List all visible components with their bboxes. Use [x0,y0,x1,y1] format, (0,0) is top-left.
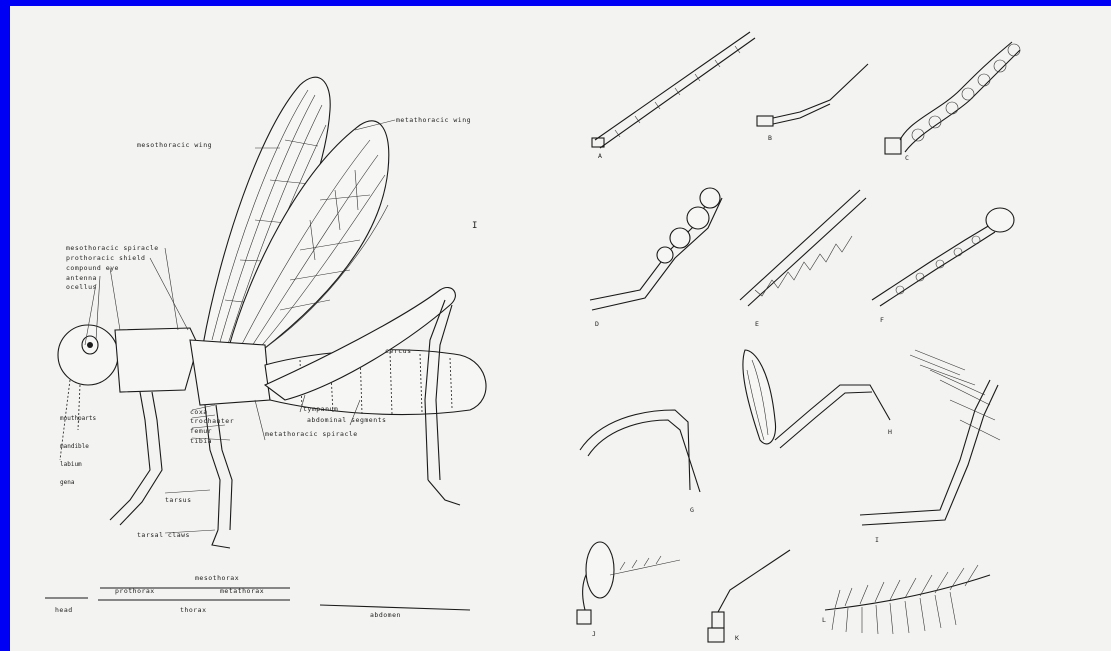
grasshopper-figure [45,77,486,610]
antenna-h-lamellate [743,350,890,448]
label-coxa: coxa [190,408,208,416]
antenna-label-d: D [595,320,599,328]
eye-pupil [87,342,93,348]
label-mesothoracic-wing: mesothoracic wing [137,141,212,149]
label-compound-eye: compound eye [66,264,119,272]
label-femur: femur [190,427,212,435]
label-mouthparts: mouthparts [60,415,97,422]
antenna-f-capitate [872,208,1014,306]
thorax-shape [190,340,270,405]
antenna-label-k: K [735,634,739,642]
region-abdomen: abdomen [370,611,401,619]
label-metathoracic-wing: metathoracic wing [396,116,471,124]
label-labium: labium [60,461,82,468]
antenna-k-stylate [708,550,790,642]
label-metathoracic-spiracle: metathoracic spiracle [265,430,358,438]
label-gena: gena [60,479,75,486]
antenna-label-j: J [592,630,596,638]
antenna-b-setaceous [757,64,868,126]
antenna-label-a: A [598,152,602,160]
figure-number: I [472,221,478,231]
region-metathorax: metathorax [220,587,264,595]
antenna-g-geniculate [580,410,700,492]
region-mesothorax: mesothorax [195,574,239,582]
antenna-label-e: E [755,320,759,328]
grasshopper-head [58,325,118,385]
antenna-label-c: C [905,154,909,162]
antenna-e-serrate [740,190,866,306]
antenna-types [577,32,1020,642]
label-cercus: cercus [385,347,411,355]
antenna-j-aristate [577,542,680,624]
label-mesothoracic-spiracle: mesothoracic spiracle [66,244,159,252]
label-mandible: mandible [60,443,89,450]
antenna-a-filiform [592,32,755,148]
antenna-c-moniliform [885,42,1020,154]
label-ocellus: ocellus [66,283,97,291]
label-tibia: tibia [190,437,212,445]
antenna-label-h: H [888,428,892,436]
region-head: head [55,606,73,614]
label-tarsal-claws: tarsal claws [137,531,190,539]
antenna-label-g: G [690,506,694,514]
prothoracic-shield-shape [115,328,198,392]
antenna-l-bipectinate [825,565,990,634]
label-tarsus: tarsus [165,496,191,504]
fore-leg [110,392,150,520]
label-antenna: antenna [66,274,97,282]
antenna-d-clavate [590,188,722,310]
label-abdominal-segments: abdominal segments [307,416,386,424]
antenna-label-b: B [768,134,772,142]
label-trochanter: trochanter [190,417,234,425]
region-prothorax: prothorax [115,587,155,595]
label-prothoracic-shield: prothoracic shield [66,254,145,262]
antenna-label-i: I [875,536,879,544]
antenna-i-pectinate [860,350,1000,525]
antenna-label-f: F [880,316,884,324]
label-tympanum: tympanum [303,405,338,413]
region-thorax: thorax [180,606,206,614]
antenna-label-l: L [822,616,826,624]
